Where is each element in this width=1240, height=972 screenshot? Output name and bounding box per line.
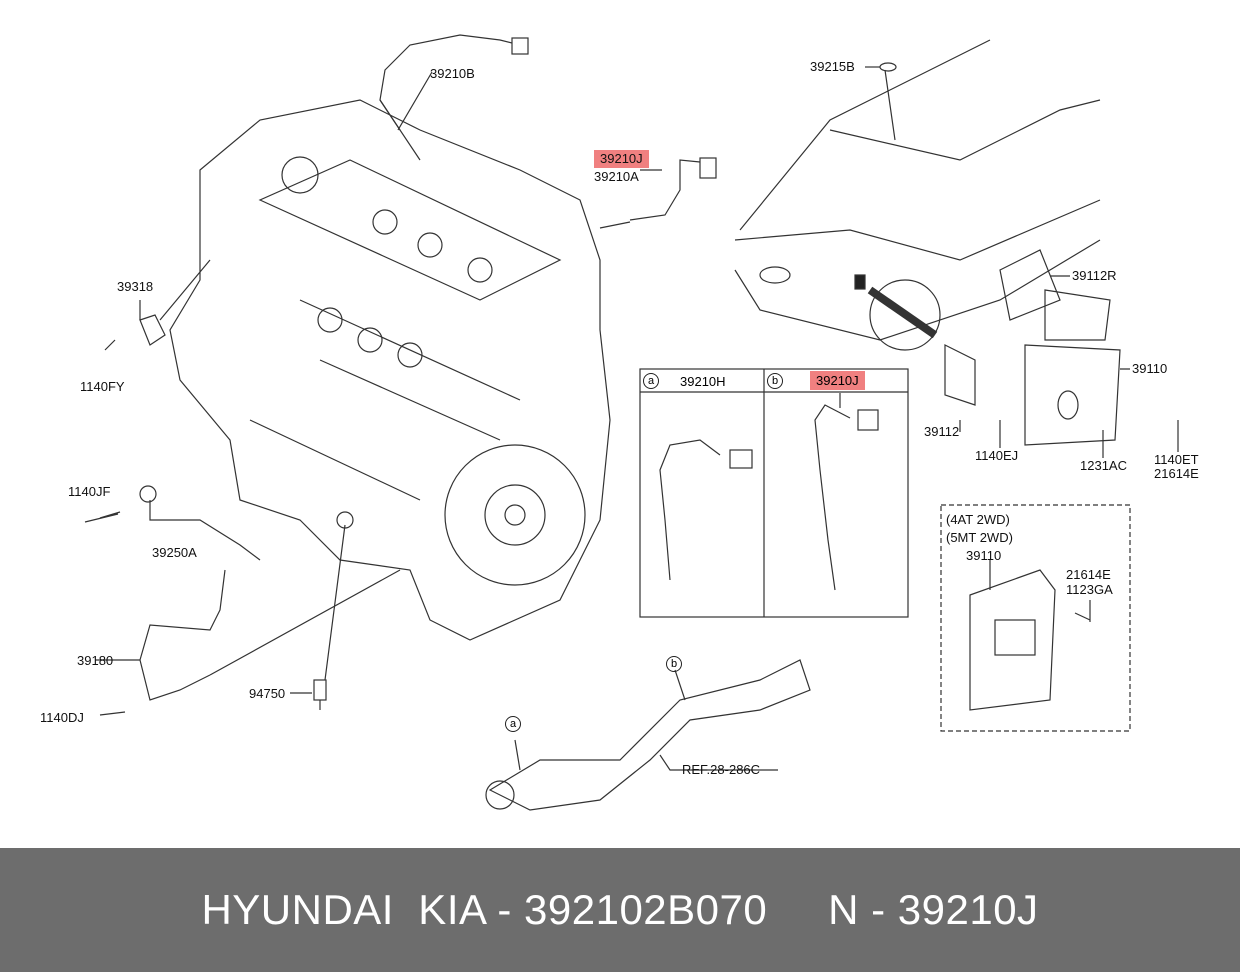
variant-box: [940, 504, 1131, 732]
label-1231AC: 1231AC: [1080, 458, 1127, 473]
label-39215B: 39215B: [810, 59, 855, 74]
exhaust-drawing: [485, 659, 811, 811]
inset-marker-b: b: [767, 373, 783, 389]
label-39210B: 39210B: [430, 66, 475, 81]
label-39180: 39180: [77, 653, 114, 668]
label-1140JF: 1140JF: [68, 484, 111, 499]
label-1140DJ: 1140DJ: [40, 710, 84, 725]
car-drawing: [734, 39, 1101, 351]
variant-line-1: (4AT 2WD): [946, 512, 1010, 527]
label-39250A: 39250A: [152, 545, 197, 560]
exhaust-marker-b: b: [666, 656, 682, 672]
label-39318: 39318: [117, 279, 154, 294]
variant-bolt-1123GA: 1123GA: [1066, 582, 1113, 597]
label-1140ET: 1140ET: [1154, 452, 1199, 467]
inset-box: [639, 368, 909, 618]
inset-part-39210J-highlighted: 39210J: [810, 371, 865, 390]
engine-drawing: [169, 99, 611, 641]
label-39112: 39112: [924, 424, 960, 439]
label-39110: 39110: [1132, 361, 1168, 376]
label-ref: REF.28-286C: [682, 762, 761, 777]
part-number-footer: HYUNDAI KIA - 392102B070 N - 39210J: [0, 848, 1240, 972]
label-39210A: 39210A: [594, 169, 639, 184]
variant-part-39110: 39110: [966, 548, 1002, 563]
footer-text: HYUNDAI KIA - 392102B070 N - 39210J: [201, 886, 1039, 933]
label-21614E: 21614E: [1154, 466, 1199, 481]
parts-diagram-artwork: [84, 34, 1179, 811]
inset-marker-a: a: [643, 373, 659, 389]
inset-part-39210H: 39210H: [680, 374, 726, 389]
label-1140EJ: 1140EJ: [975, 448, 1019, 463]
ecu-drawing: [944, 249, 1179, 458]
label-39112R: 39112R: [1072, 268, 1117, 283]
sensor-39210B: [379, 34, 521, 131]
label-1140FY: 1140FY: [80, 379, 125, 394]
label-94750: 94750: [249, 686, 286, 701]
exhaust-marker-a: a: [505, 716, 521, 732]
label-39210J-highlighted: 39210J: [594, 150, 649, 168]
variant-line-2: (5MT 2WD): [946, 530, 1013, 545]
variant-ecu-drawing: [969, 560, 1091, 711]
variant-bolt-21614E: 21614E: [1066, 567, 1111, 582]
sensor-39210A: [629, 159, 701, 221]
